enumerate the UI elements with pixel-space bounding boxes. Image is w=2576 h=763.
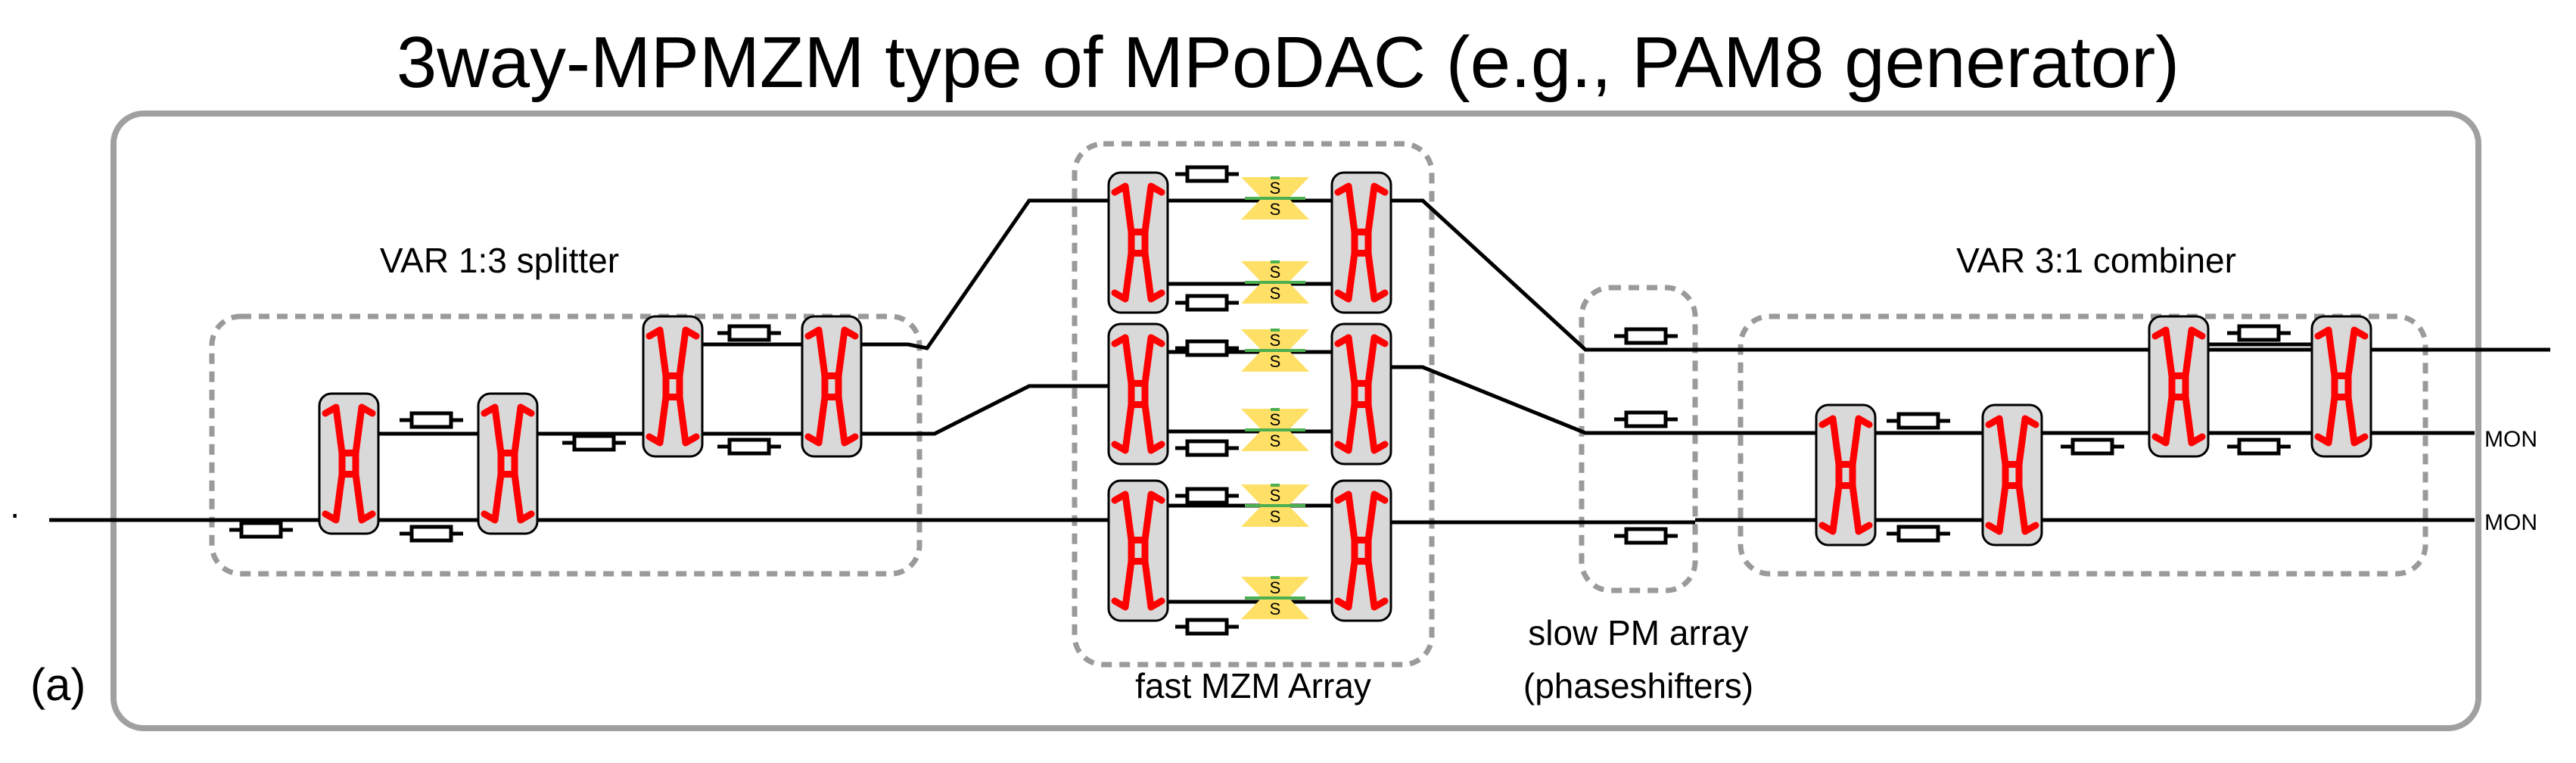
coupler-mmi-icon	[1107, 479, 1169, 622]
phase-shifter-icon	[717, 324, 781, 342]
coupler-mmi-icon	[477, 392, 539, 535]
electrode-signal-label: S	[1270, 578, 1281, 597]
phase-shifter-icon	[1614, 527, 1678, 545]
electrode-signal-label: S	[1270, 507, 1281, 526]
phase-shifter-icon	[1175, 294, 1239, 312]
phase-shifter-icon	[1614, 327, 1678, 345]
splitter-group-box	[209, 313, 922, 577]
pm-array-label-1: slow PM array	[1528, 613, 1748, 652]
coupler-mmi-icon	[1107, 322, 1169, 466]
coupler-mmi-icon	[1107, 171, 1169, 314]
phase-shifter-icon	[1614, 410, 1678, 428]
electrode-signal-label: S	[1270, 200, 1281, 219]
electrode-signal-label: S	[1270, 331, 1281, 350]
phase-shifter-icon	[1887, 412, 1950, 430]
phase-shifter-icon	[2227, 438, 2291, 456]
phaseshifter-layer	[229, 165, 2291, 636]
phase-shifter-icon	[1887, 525, 1950, 543]
splitter-label: VAR 1:3 splitter	[380, 241, 619, 280]
mon-output-1: MON	[2484, 427, 2537, 452]
outer-frame	[110, 111, 2481, 731]
rf-electrode-icon: SS	[1241, 576, 1309, 619]
phase-shifter-icon	[717, 438, 781, 456]
electrode-signal-label: S	[1270, 179, 1281, 198]
phase-shifter-icon	[1175, 165, 1239, 183]
mon-output-2: MON	[2484, 510, 2537, 535]
coupler-mmi-icon	[2310, 315, 2372, 458]
input-marker: ·	[9, 494, 20, 533]
panel-label: (a)	[30, 659, 86, 710]
coupler-mmi-icon	[1815, 403, 1877, 547]
mzm-array-group-box	[1072, 141, 1435, 668]
pm-array-group-box	[1579, 285, 1698, 593]
electrode-signal-label: S	[1270, 352, 1281, 371]
coupler-mmi-icon	[318, 392, 380, 535]
coupler-mmi-icon	[1981, 403, 2043, 547]
electrode-signal-label: S	[1270, 263, 1281, 282]
mzm-array-label: fast MZM Array	[1135, 666, 1371, 705]
rf-electrode-icon: SS	[1241, 484, 1309, 527]
phase-shifter-icon	[229, 521, 293, 539]
coupler-mmi-icon	[2148, 315, 2210, 458]
rf-electrode-icon: SS	[1241, 176, 1309, 220]
rf-electrode-icon: SS	[1241, 260, 1309, 304]
rf-electrode-icon: SS	[1241, 329, 1309, 372]
phase-shifter-icon	[400, 525, 463, 543]
pm-array-label-2: (phaseshifters)	[1523, 666, 1753, 705]
electrode-signal-label: S	[1270, 600, 1281, 618]
phase-shifter-icon	[562, 434, 626, 452]
phase-shifter-icon	[1175, 439, 1239, 457]
diagram-title: 3way-MPMZM type of MPoDAC (e.g., PAM8 ge…	[397, 22, 2179, 103]
coupler-mmi-icon	[1330, 171, 1392, 314]
rf-electrode-icon: SS	[1241, 408, 1309, 451]
phase-shifter-icon	[1175, 618, 1239, 636]
electrode-signal-label: S	[1270, 410, 1281, 429]
combiner-group-box	[1738, 313, 2428, 577]
electrode-signal-label: S	[1270, 284, 1281, 303]
phase-shifter-icon	[400, 411, 463, 429]
coupler-mmi-icon	[1330, 322, 1392, 466]
electrode-signal-label: S	[1270, 431, 1281, 450]
coupler-layer	[318, 171, 2372, 622]
phase-shifter-icon	[1175, 339, 1239, 357]
coupler-mmi-icon	[801, 315, 863, 458]
coupler-mmi-icon	[642, 315, 704, 458]
coupler-mmi-icon	[1330, 479, 1392, 622]
phase-shifter-icon	[1175, 487, 1239, 505]
combiner-label: VAR 3:1 combiner	[1956, 241, 2236, 280]
electrode-signal-label: S	[1270, 486, 1281, 505]
phase-shifter-icon	[2061, 438, 2124, 456]
phase-shifter-icon	[2227, 324, 2291, 342]
